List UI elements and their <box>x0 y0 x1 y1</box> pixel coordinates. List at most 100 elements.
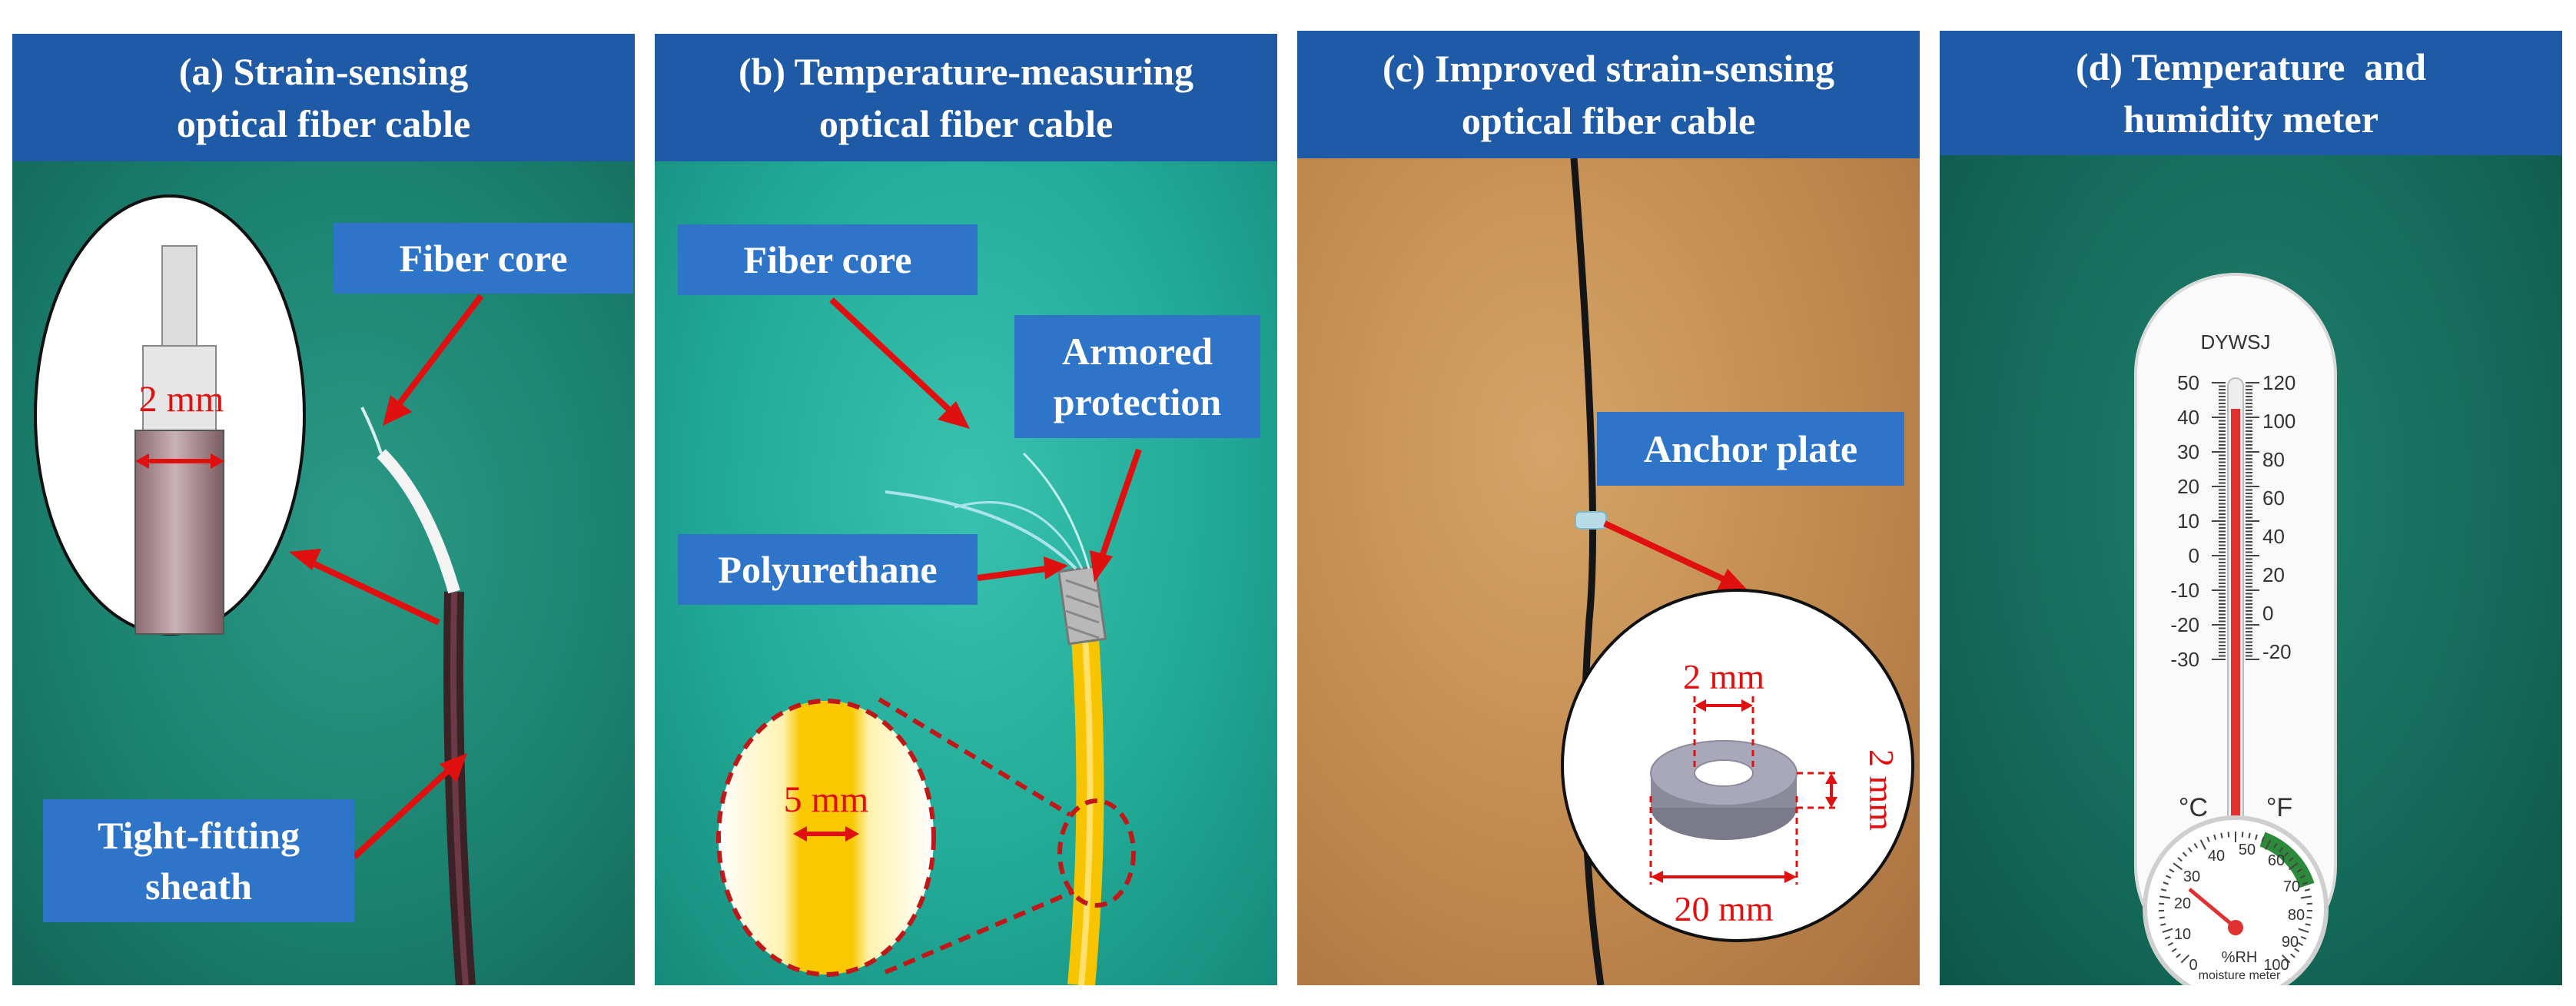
f-label: 120 <box>2262 371 2295 394</box>
panel-b-title-line2: optical fiber cable <box>818 102 1114 145</box>
label-fiber-core-b: Fiber core <box>678 224 978 295</box>
humidity-tick <box>2213 834 2217 840</box>
humidity-tick <box>2187 847 2193 853</box>
panel-d-title: (d) Temperature and humidity meter <box>1940 31 2562 155</box>
panel-c-title-line2: optical fiber cable <box>1461 99 1756 142</box>
humidity-tick <box>2163 881 2169 885</box>
rh-label: 40 <box>2208 848 2225 865</box>
panel-c-thickness-dimension: 2 mm <box>1862 749 1901 831</box>
panel-d-photo: DYWSJ 50 40 30 20 10 0 -10 -20 -30 120 1… <box>1940 155 2562 985</box>
humidity-tick <box>2167 941 2173 947</box>
panel-a-title-line1: (a) Strain-sensing <box>178 50 469 93</box>
humidity-tick <box>2169 868 2175 873</box>
humidity-tick <box>2166 875 2172 879</box>
humidity-tick <box>2171 948 2177 953</box>
panel-b-illustration: 5 mm <box>716 297 1142 985</box>
humidity-tick <box>2300 895 2312 899</box>
humidity-tick <box>2298 928 2309 933</box>
c-label: 0 <box>2189 544 2199 567</box>
zoom-circle <box>1057 798 1136 908</box>
c-label: 50 <box>2177 371 2199 394</box>
f-label: 60 <box>2262 486 2285 510</box>
f-label: 40 <box>2262 525 2285 548</box>
panel-a-title-line2: optical fiber cable <box>176 102 471 145</box>
panel-a-photo: 2 mm Fiber core Tight-fitting sheath <box>12 161 635 985</box>
f-label: 20 <box>2262 563 2285 586</box>
humidity-tick <box>2177 857 2183 862</box>
humidity-tick <box>2290 953 2295 958</box>
rh-label: 100 <box>2263 957 2289 974</box>
humidity-tick <box>2299 875 2305 879</box>
humidity-tick <box>2300 936 2307 940</box>
thermometer-mercury <box>2231 409 2240 824</box>
rh-label: 20 <box>2174 895 2191 912</box>
panel-b: (b) Temperature-measuring optical fiber … <box>655 34 1277 985</box>
panel-b-dimension: 5 mm <box>784 779 869 820</box>
hygrometer-dial <box>2143 815 2329 985</box>
humidity-tick <box>2289 857 2294 862</box>
rh-label: 30 <box>2183 868 2200 885</box>
humidity-tick <box>2162 928 2173 933</box>
c-label: 20 <box>2177 475 2199 498</box>
humidity-tick <box>2193 843 2199 849</box>
label-sheath-line1: Tight-fitting <box>98 814 300 857</box>
rh-label: 50 <box>2239 842 2256 858</box>
label-fiber-core-a-text: Fiber core <box>399 237 568 280</box>
humidity-caption: moisture meter <box>2199 969 2281 982</box>
panel-d-illustration: DYWSJ 50 40 30 20 10 0 -10 -20 -30 120 1… <box>2134 273 2337 985</box>
anchor-plate-photo <box>1575 511 1607 530</box>
c-label: 30 <box>2177 440 2199 463</box>
humidity-tick <box>2272 843 2278 849</box>
humidity-tick <box>2254 834 2258 840</box>
hygrometer-needle <box>2188 888 2237 929</box>
panel-c-photo: 2 mm 2 mm 20 mm Anchor plate <box>1297 158 1920 985</box>
humidity-tick <box>2199 839 2206 850</box>
panel-b-photo: 5 mm Fiber core Armored protection Polyu… <box>655 161 1277 985</box>
panel-c-illustration: 2 mm 2 mm 20 mm <box>1561 158 1914 985</box>
humidity-tick <box>2305 923 2311 926</box>
label-armored-line1: Armored <box>1061 330 1213 373</box>
label-anchor-plate-text: Anchor plate <box>1643 427 1858 470</box>
panel-c-outer-dimension: 20 mm <box>1674 889 1773 928</box>
humidity-tick <box>2282 955 2291 964</box>
panel-a-title: (a) Strain-sensing optical fiber cable <box>12 34 635 161</box>
humidity-unit: %RH <box>2222 949 2258 966</box>
rh-label: 60 <box>2268 852 2285 869</box>
f-label: 100 <box>2262 410 2295 433</box>
f-label: 0 <box>2262 602 2273 625</box>
humidity-tick <box>2288 862 2299 871</box>
humidity-tick <box>2302 881 2309 885</box>
humidity-tick <box>2160 888 2167 891</box>
unit-celsius: °C <box>2179 793 2208 822</box>
panel-c: (c) Improved strain-sensing optical fibe… <box>1297 31 1920 985</box>
label-sheath-line2: sheath <box>145 865 252 908</box>
humidity-tick <box>2180 955 2189 964</box>
rh-label: 90 <box>2282 934 2299 951</box>
humidity-tick <box>2298 941 2304 947</box>
rh-label: 10 <box>2174 926 2191 943</box>
humidity-tick <box>2261 836 2265 842</box>
rh-label: 70 <box>2283 878 2300 895</box>
panel-a-dimension: 2 mm <box>139 379 224 420</box>
label-polyurethane-text: Polyurethane <box>718 548 938 591</box>
rh-label: 80 <box>2288 907 2305 924</box>
humidity-tick <box>2164 936 2171 940</box>
panel-a-illustration: 2 mm <box>34 194 484 985</box>
humidity-tick <box>2206 836 2210 842</box>
label-armored-protection: Armored protection <box>1014 315 1260 438</box>
panel-c-hole-dimension: 2 mm <box>1683 657 1764 696</box>
label-fiber-core-b-text: Fiber core <box>743 238 912 281</box>
label-tight-fitting-sheath: Tight-fitting sheath <box>43 799 354 922</box>
panel-b-title-line1: (b) Temperature-measuring <box>738 50 1194 93</box>
label-anchor-plate: Anchor plate <box>1597 412 1904 486</box>
humidity-tick <box>2176 953 2181 958</box>
celsius-scale: 50 40 30 20 10 0 -10 -20 -30 <box>2170 371 2199 671</box>
panel-c-title: (c) Improved strain-sensing optical fibe… <box>1297 31 1920 158</box>
humidity-tick <box>2182 852 2188 857</box>
humidity-tick <box>2160 923 2166 926</box>
humidity-tick <box>2173 862 2183 871</box>
c-label: 10 <box>2177 510 2199 533</box>
panel-c-title-line1: (c) Improved strain-sensing <box>1383 47 1834 90</box>
c-label: -20 <box>2170 613 2199 636</box>
label-armored-line2: protection <box>1053 380 1222 423</box>
